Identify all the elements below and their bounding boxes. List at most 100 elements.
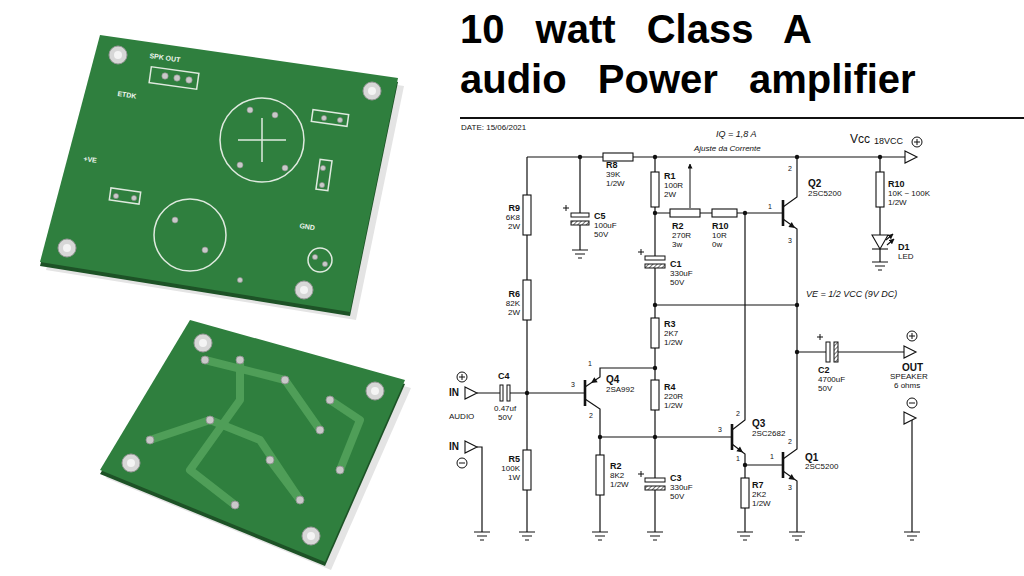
part-value: 82K [506,300,520,309]
transistor-arrow [591,222,795,480]
junction-dot [743,211,747,215]
pcb-photo-bottom [201,356,209,364]
resistor-symbol [523,153,884,508]
part-value: 2W [508,223,520,232]
ground-symbol [474,250,920,540]
part-value: 50V [818,385,832,394]
capacitor-symbol [645,264,665,268]
junction-dot [598,435,602,439]
pcb-photo-top [40,35,398,312]
pcb-photo-top [247,107,253,113]
pcb-photo-bottom [100,320,411,570]
part-name: R9 [508,204,520,214]
part-value: 330uF [670,270,693,279]
supply-label: Vcc [850,133,870,146]
terminal-symbol [465,387,477,399]
part-value: 1/2W [888,199,907,208]
part-name: R2 [672,222,684,232]
part-value: 2K7 [664,330,678,339]
part-value: AUDIO [449,413,474,422]
pcb-photo-top [238,118,286,162]
pcb-photo-top [237,162,243,168]
junction-dot [795,303,799,307]
pin-number: 1 [770,453,774,461]
pcb-photo-bottom [127,459,135,467]
terminal-symbol [465,151,917,453]
part-value: SPEAKER [890,373,928,382]
part-name: R3 [664,320,676,330]
pcb-photo-top [282,165,288,171]
pin-number: 2 [788,438,792,446]
part-value: 270R [672,232,691,241]
pcb-photo-bottom [122,454,140,472]
pcb-photo-top [58,239,76,257]
part-name: IN [449,387,459,398]
part-value: 50V [498,414,512,423]
pcb-photo-bottom [231,501,239,509]
led-symbol [872,248,888,249]
part-name: R10 [888,180,905,190]
pcb-photo-top [113,73,342,283]
wire [477,157,912,532]
part-name: D1 [898,243,910,253]
terminal-symbol [904,346,916,358]
resistor-symbol [741,478,749,508]
resistor-symbol [651,172,659,207]
pcb-photo-top [162,73,168,79]
pcb-photo-bottom [326,396,334,404]
title-rule [460,117,1024,119]
part-value: 2W [508,309,520,318]
junction-dot [653,211,657,215]
pcb-photo-bottom [122,334,384,545]
pcb-photo-top [149,67,199,90]
part-name: OUT [902,362,923,373]
pin-number: 1 [768,203,772,211]
led-symbol [886,234,893,240]
capacitor-symbol [571,213,589,217]
silkscreen-text: +VE [83,155,97,164]
part-name: R8 [606,161,618,171]
pcb-photo-bottom [371,387,379,395]
part-value: 1/2W [664,402,683,411]
junction-dot [578,155,582,159]
pcb-photo-top [58,46,381,299]
part-name: R5 [508,455,520,465]
pcb-photo-top [320,165,325,170]
pcb-photo-bottom [146,356,344,509]
pcb-photo-top [272,112,278,118]
part-value: 0.47uf [494,405,516,414]
pcb-photo-bottom [206,416,214,424]
junction-dot [653,303,657,307]
resistor-symbol [523,280,531,320]
part-name: C4 [498,372,510,382]
capacitor-symbol [645,256,665,260]
pcb-photo-top [113,193,118,198]
part-value: 6K8 [506,214,520,223]
resistor-symbol [876,172,884,207]
part-name: C1 [670,260,682,270]
pcb-photo-top [63,244,71,252]
pcb-photo-top [220,98,304,182]
capacitor-symbol [507,385,510,401]
pin-number: 3 [718,426,722,434]
part-value: 4700uF [818,376,845,385]
pcb-photo-top [337,117,342,122]
junction-dot [653,155,657,159]
part-value: 3w [672,241,682,250]
annotation: Ajuste da Corrente [694,145,761,154]
part-value: 50V [670,279,684,288]
pcb-photo-bottom [190,360,240,505]
polarity-circle [457,137,922,468]
pin-number: 3 [788,237,792,245]
pin-number: 1 [588,360,592,368]
pcb-photo-bottom [281,376,289,384]
part-name: R4 [664,383,676,393]
pcb-photo-bottom [236,356,244,364]
supply-value: 18VCC [874,137,903,147]
pin-number: 3 [571,381,575,389]
pin-number: 2 [589,412,593,420]
pcb-photo-top [308,248,332,272]
part-value: 39K [606,171,620,180]
part-name: C5 [594,212,606,222]
junction-dot [743,463,747,467]
